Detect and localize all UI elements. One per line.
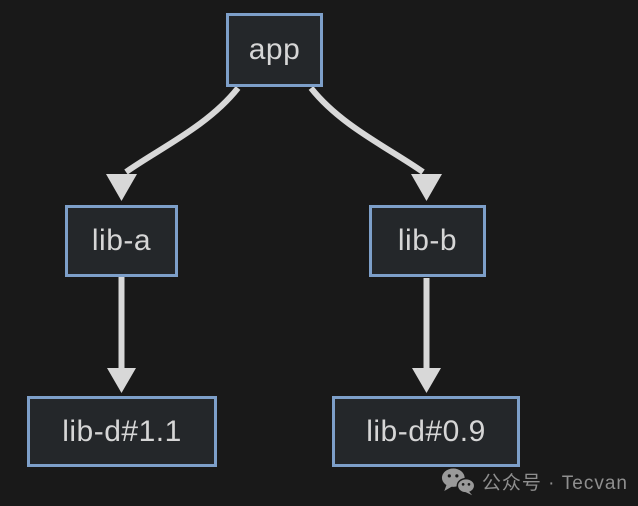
edge-lib-a-to-lib-d-1-1 (107, 277, 136, 393)
edge-app-to-lib-a (106, 86, 241, 201)
wechat-icon (441, 467, 475, 496)
node-lib-a-label: lib-a (91, 224, 152, 257)
edge-lib-b-to-lib-d-0-9 (412, 278, 441, 393)
node-lib-b-label: lib-b (397, 224, 458, 257)
node-app-label: app (248, 33, 301, 66)
node-app: app (226, 13, 323, 87)
node-lib-d-1-1-label: lib-d#1.1 (62, 414, 182, 448)
node-lib-d-1-1: lib-d#1.1 (27, 396, 217, 467)
node-lib-d-0-9: lib-d#0.9 (332, 396, 520, 467)
watermark: 公众号 · Tecvan (441, 467, 628, 496)
node-lib-a: lib-a (65, 205, 178, 277)
node-lib-d-0-9-label: lib-d#0.9 (366, 414, 486, 448)
edge-app-to-lib-b (308, 86, 442, 201)
watermark-text: 公众号 · Tecvan (481, 473, 628, 494)
node-lib-b: lib-b (369, 205, 486, 277)
